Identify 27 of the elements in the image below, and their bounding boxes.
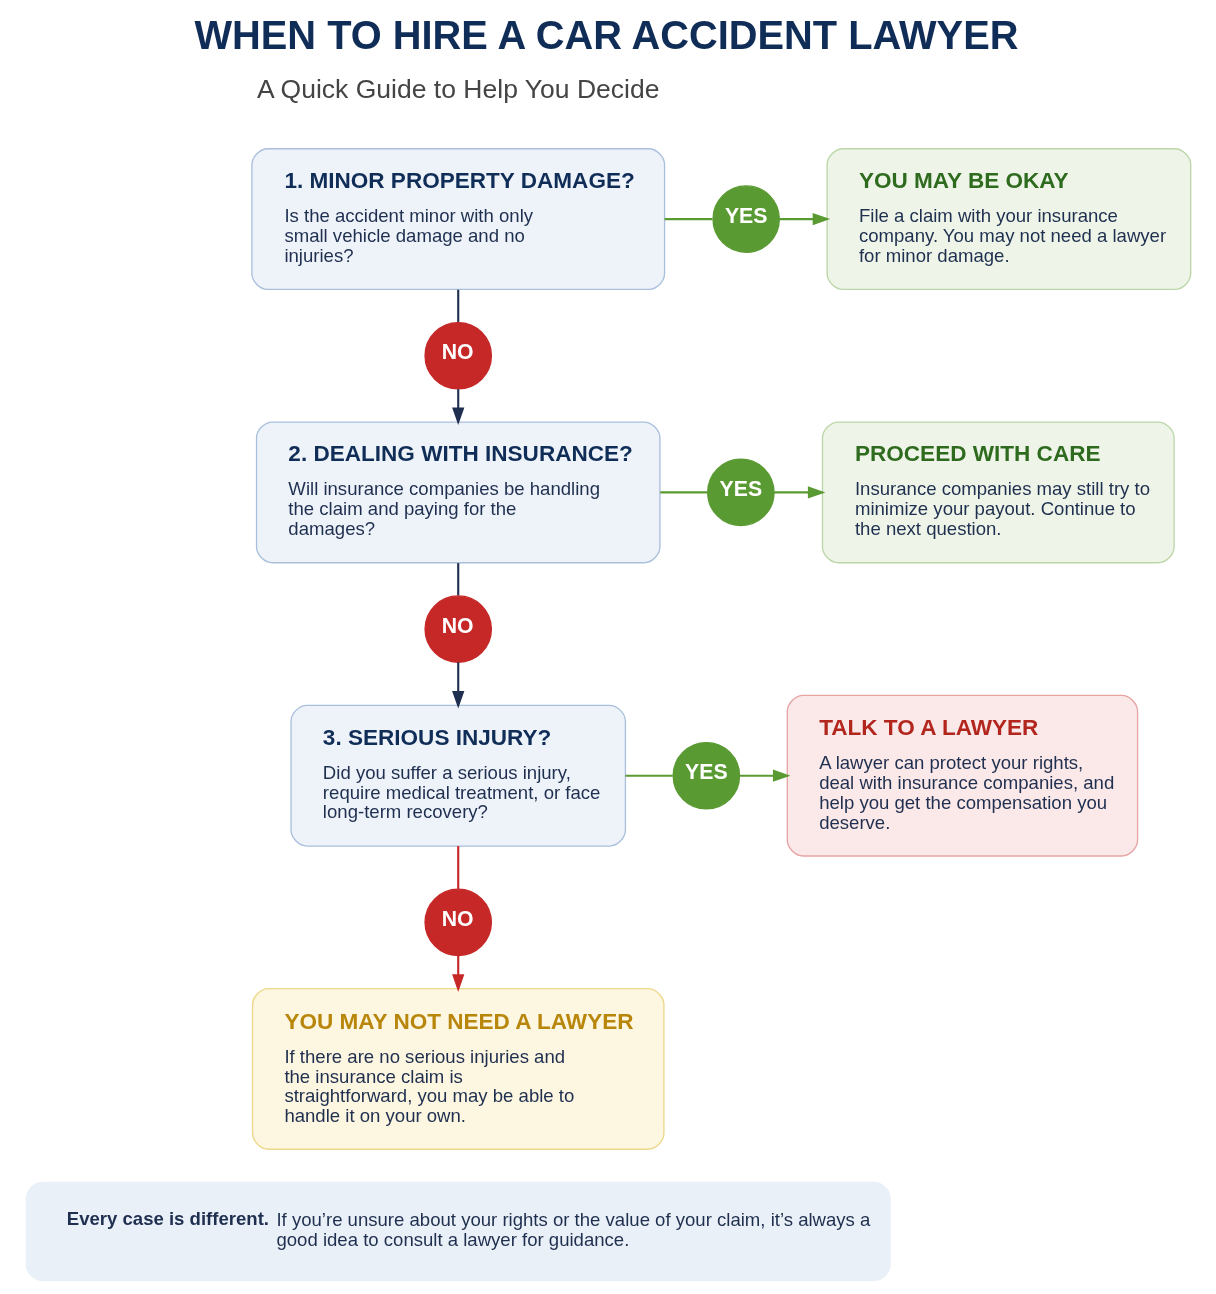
node-circle: YES [711, 185, 780, 253]
diagram-title: WHEN TO HIRE A CAR ACCIDENT LAWYER [194, 13, 1018, 58]
node-box: 2. DEALING WITH INSURANCE? Will insurance companies be handling the claim and paying for the damages? [255, 421, 661, 564]
connector [456, 289, 459, 322]
label: A Quick Guide to Help You Decide [256, 74, 659, 105]
arrow [451, 389, 464, 426]
arrow [451, 662, 464, 709]
node-box: YOU MAY NOT NEED A LAWYER If there are no serious injuries and the insurance claim is straightforward, you may be able to handle it on your own. [251, 988, 665, 1150]
node-circle: YES [706, 458, 775, 527]
arrow [739, 769, 790, 782]
node-circle: YES [672, 741, 740, 810]
node-box: TALK TO A LAWYER A lawyer can protect your rights, deal with insurance companies, and help you get the compensation you deserve. [786, 694, 1138, 857]
arrow [451, 955, 464, 992]
connector [456, 563, 459, 596]
connector [456, 846, 459, 889]
connector [624, 774, 673, 777]
node-circle: NO [423, 888, 492, 957]
node-box: 1. MINOR PROPERTY DAMAGE? Is the accident minor with only small vehicle damage and no injuries? [250, 148, 665, 291]
node-box: PROCEED WITH CARE Insurance companies may still try to minimize your payout. Continue to the next question. [821, 421, 1175, 564]
node-circle: NO [423, 321, 492, 390]
node-box: 3. SERIOUS INJURY? Did you suffer a serious injury, require medical treatment, or face long-term recovery? [289, 704, 626, 847]
connector [659, 491, 707, 494]
arrow [779, 212, 830, 226]
connector [664, 218, 712, 221]
node-circle: NO [423, 595, 492, 663]
node-box: YOU MAY BE OKAY File a claim with your insurance company. You may not need a lawyer for minor damage. [825, 148, 1191, 291]
arrow [773, 486, 825, 499]
